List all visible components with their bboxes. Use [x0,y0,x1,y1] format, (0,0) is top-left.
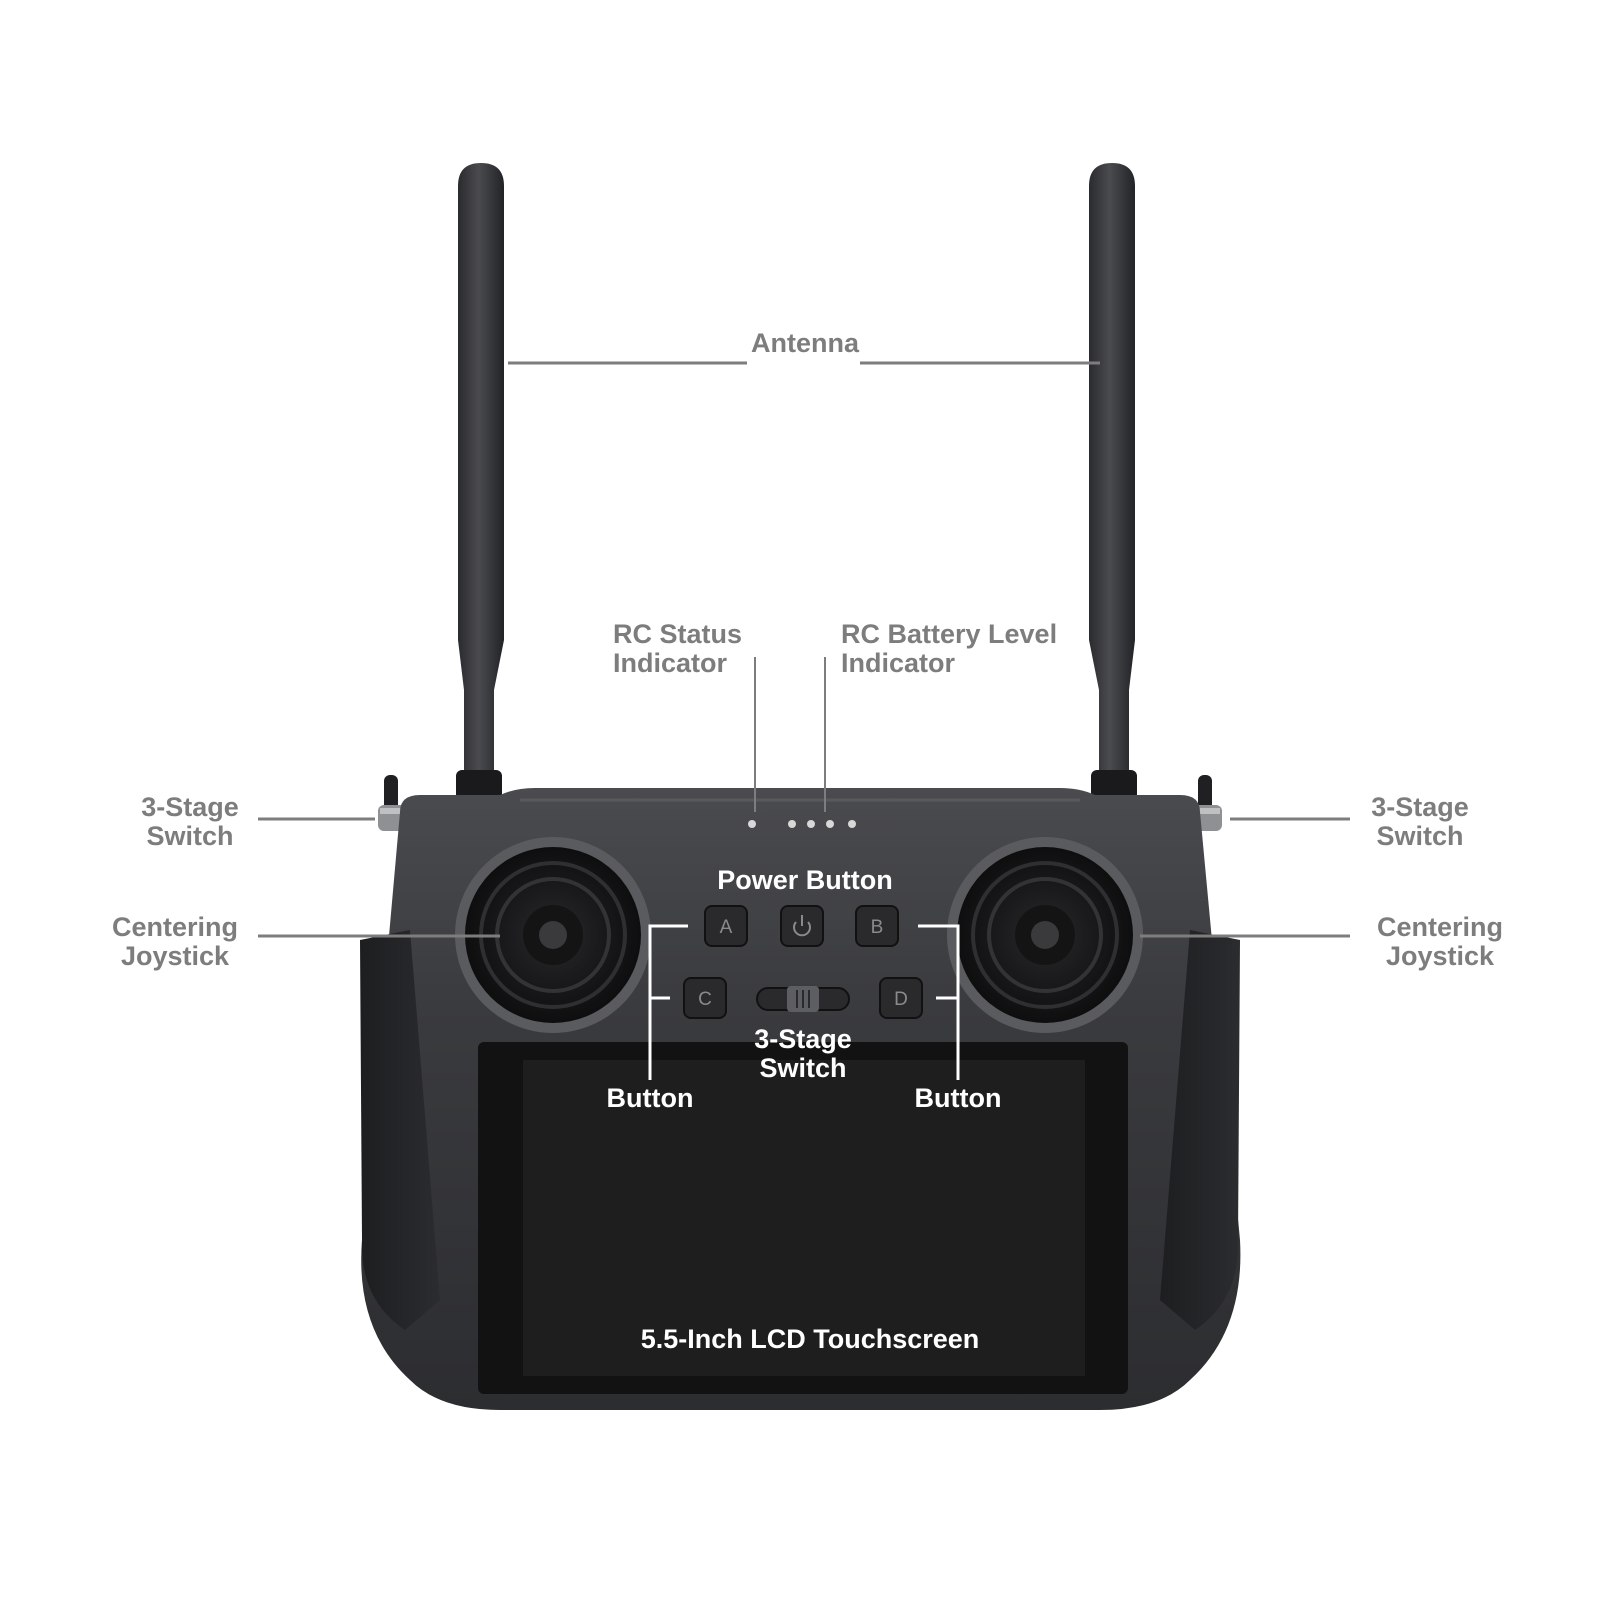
left-switch-label: 3-Stage Switch [110,793,270,851]
left-antenna [456,163,504,800]
power-button-label: Power Button [717,865,893,895]
center-switch-label-line1: 3-Stage [754,1024,852,1054]
power-icon [793,915,811,937]
rc-status-label-line2: Indicator [613,648,728,678]
button-b-key: B [871,917,884,938]
right-switch-label-line2: Switch [1376,821,1464,851]
antenna-label: Antenna [751,328,859,358]
button-c[interactable]: C [683,977,727,1019]
button-c-key: C [698,989,712,1010]
button-a-key: A [720,917,733,938]
left-button-label: Button [606,1083,694,1113]
center-slide-switch[interactable] [756,986,850,1012]
button-d-key: D [894,989,908,1010]
rc-battery-label: RC Battery Level Indicator [841,620,1057,678]
screen-label: 5.5-Inch LCD Touchscreen [640,1324,980,1354]
button-a[interactable]: A [704,905,748,947]
touchscreen[interactable] [478,1042,1128,1394]
rc-status-led [748,820,756,828]
rc-status-label-line1: RC Status [613,619,743,649]
right-switch-label: 3-Stage Switch [1340,793,1500,851]
left-joystick-label-line1: Centering [111,912,238,942]
right-switch-label-line1: 3-Stage [1371,792,1469,822]
right-button-label: Button [914,1083,1002,1113]
leader-lines [258,361,1350,1080]
right-joystick-label-line1: Centering [1376,912,1503,942]
right-joystick-label-line2: Joystick [1385,941,1495,971]
left-switch-label-line1: 3-Stage [141,792,239,822]
button-d[interactable]: D [879,977,923,1019]
right-joystick [947,837,1143,1033]
left-joystick-label: Centering Joystick [95,913,255,971]
right-joystick-label: Centering Joystick [1355,913,1525,971]
left-switch-label-line2: Switch [146,821,234,851]
power-button[interactable] [780,905,824,947]
left-joystick-label-line2: Joystick [120,941,230,971]
rc-battery-label-line2: Indicator [841,648,956,678]
center-switch-label-line2: Switch [759,1053,847,1083]
rc-status-label: RC Status Indicator [613,620,742,678]
right-antenna [1089,163,1137,800]
rc-battery-label-line1: RC Battery Level [841,619,1058,649]
battery-level-leds [788,820,856,828]
button-b[interactable]: B [855,905,899,947]
center-switch-label: 3-Stage Switch [710,1025,896,1083]
